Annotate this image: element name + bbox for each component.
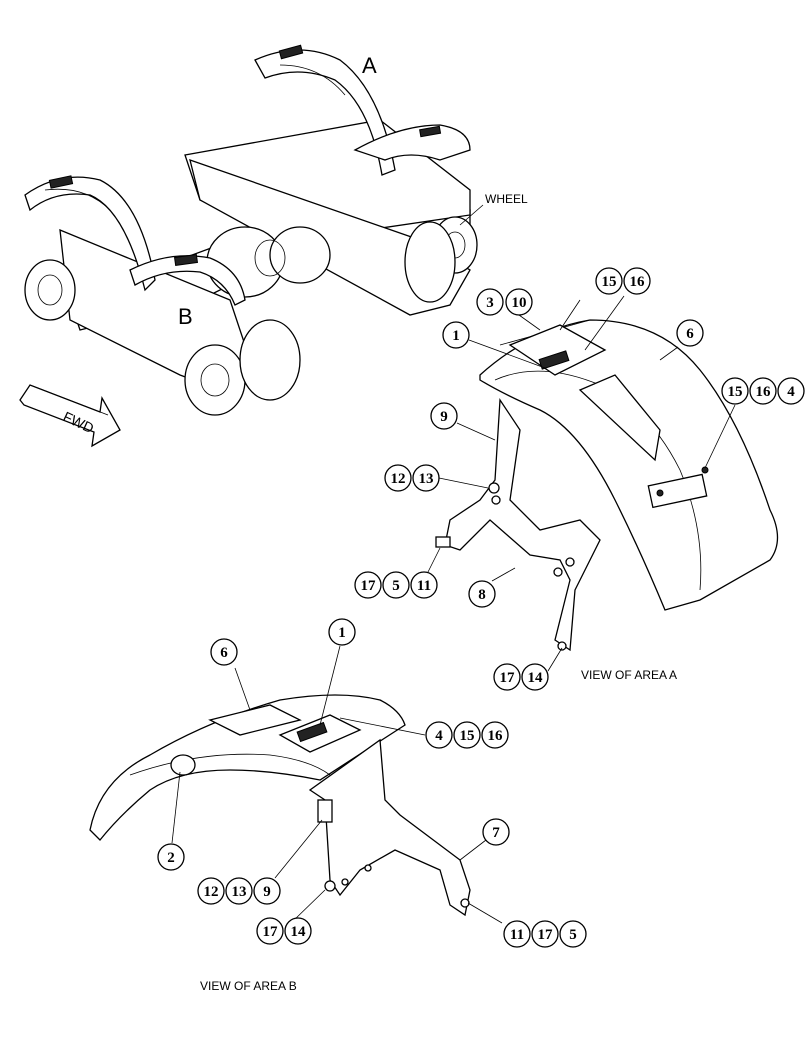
callout-1: 1 bbox=[442, 321, 470, 349]
callout-12: 12 bbox=[197, 877, 225, 905]
svg-text:11: 11 bbox=[417, 578, 431, 594]
svg-text:14: 14 bbox=[291, 924, 307, 940]
callout-10: 10 bbox=[505, 288, 533, 316]
view-area-b-caption: VIEW OF AREA B bbox=[200, 979, 297, 993]
callout-4: 4 bbox=[425, 721, 453, 749]
callout-16: 16 bbox=[623, 267, 651, 295]
svg-text:9: 9 bbox=[440, 409, 448, 425]
svg-text:15: 15 bbox=[460, 728, 475, 744]
svg-text:16: 16 bbox=[756, 384, 772, 400]
callout-9: 9 bbox=[430, 402, 458, 430]
svg-text:5: 5 bbox=[392, 578, 400, 594]
callout-2: 2 bbox=[157, 843, 185, 871]
svg-text:13: 13 bbox=[419, 471, 434, 487]
svg-text:17: 17 bbox=[263, 924, 279, 940]
callout-7: 7 bbox=[482, 818, 510, 846]
svg-text:16: 16 bbox=[488, 728, 504, 744]
svg-text:6: 6 bbox=[686, 326, 694, 342]
callout-9: 9 bbox=[253, 877, 281, 905]
svg-text:8: 8 bbox=[478, 587, 486, 603]
svg-text:12: 12 bbox=[391, 471, 406, 487]
callout-11: 11 bbox=[503, 920, 531, 948]
svg-text:15: 15 bbox=[602, 274, 617, 290]
callout-17: 17 bbox=[493, 663, 521, 691]
callout-14: 14 bbox=[284, 917, 312, 945]
svg-text:4: 4 bbox=[435, 728, 443, 744]
callout-1: 1 bbox=[328, 618, 356, 646]
svg-text:17: 17 bbox=[361, 578, 377, 594]
svg-text:3: 3 bbox=[486, 295, 494, 311]
letter-b: B bbox=[178, 304, 193, 329]
overview-assembly: A B WHEEL bbox=[24, 44, 528, 416]
callout-15: 15 bbox=[453, 721, 481, 749]
callout-17: 17 bbox=[531, 920, 559, 948]
svg-text:12: 12 bbox=[204, 884, 219, 900]
callout-16: 16 bbox=[749, 377, 777, 405]
callout-5: 5 bbox=[382, 571, 410, 599]
svg-text:6: 6 bbox=[220, 645, 228, 661]
fwd-arrow-icon: FWD bbox=[19, 384, 121, 448]
wheel-label: WHEEL bbox=[485, 192, 528, 206]
svg-text:15: 15 bbox=[728, 384, 743, 400]
view-area-a-caption: VIEW OF AREA A bbox=[581, 668, 677, 682]
svg-text:16: 16 bbox=[630, 274, 646, 290]
callout-6: 6 bbox=[676, 319, 704, 347]
callout-16: 16 bbox=[481, 721, 509, 749]
callout-17: 17 bbox=[256, 917, 284, 945]
view-area-b bbox=[89, 694, 471, 917]
callout-8: 8 bbox=[468, 580, 496, 608]
svg-text:17: 17 bbox=[538, 927, 554, 943]
leader-lines bbox=[171, 295, 736, 924]
callout-6: 6 bbox=[210, 638, 238, 666]
svg-text:1: 1 bbox=[452, 328, 460, 344]
svg-text:9: 9 bbox=[263, 884, 271, 900]
letter-a: A bbox=[362, 53, 377, 78]
callout-5: 5 bbox=[559, 920, 587, 948]
callout-13: 13 bbox=[412, 464, 440, 492]
svg-text:1: 1 bbox=[338, 625, 346, 641]
callouts: 1 3 10 15 16 6 15 16 4 9 12 13 17 5 11 8… bbox=[157, 267, 805, 948]
svg-text:14: 14 bbox=[528, 670, 544, 686]
callout-11: 11 bbox=[410, 571, 438, 599]
callout-15: 15 bbox=[595, 267, 623, 295]
svg-text:17: 17 bbox=[500, 670, 516, 686]
callout-15: 15 bbox=[721, 377, 749, 405]
svg-text:10: 10 bbox=[512, 295, 527, 311]
callout-13: 13 bbox=[225, 877, 253, 905]
svg-text:2: 2 bbox=[167, 850, 175, 866]
callout-14: 14 bbox=[521, 663, 549, 691]
callout-4: 4 bbox=[777, 377, 805, 405]
callout-17: 17 bbox=[354, 571, 382, 599]
svg-text:5: 5 bbox=[569, 927, 577, 943]
view-area-a bbox=[435, 299, 779, 652]
svg-text:7: 7 bbox=[492, 825, 500, 841]
svg-text:13: 13 bbox=[232, 884, 247, 900]
callout-3: 3 bbox=[476, 288, 504, 316]
callout-12: 12 bbox=[384, 464, 412, 492]
svg-text:4: 4 bbox=[787, 384, 795, 400]
svg-text:11: 11 bbox=[510, 927, 524, 943]
